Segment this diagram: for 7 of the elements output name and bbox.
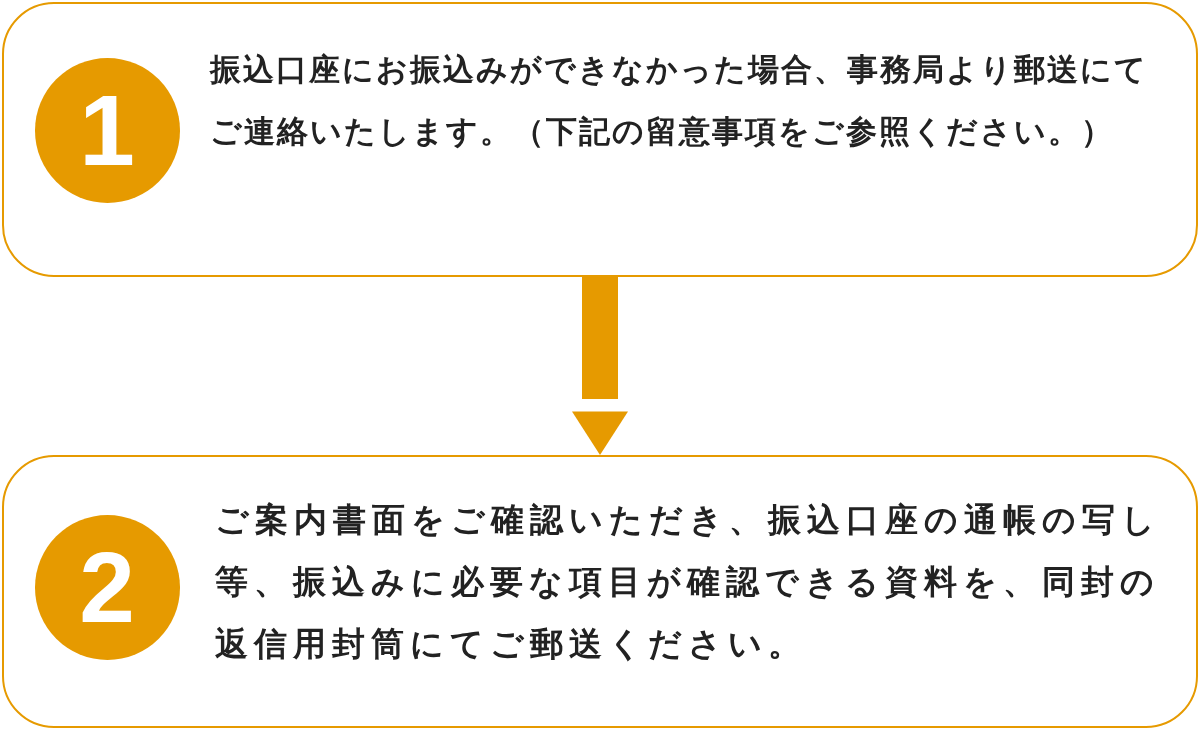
step-box bbox=[2, 455, 1198, 728]
step-description: 振込口座にお振込みができなかった場合、事務局より郵送にてご連絡いたします。（下記の留意事項をご参照ください。） bbox=[210, 50, 1149, 151]
step-number: 2 bbox=[34, 514, 180, 660]
step-number: 1 bbox=[34, 57, 180, 203]
arrow bbox=[572, 277, 628, 455]
step-box bbox=[2, 2, 1198, 277]
step-description: ご案内書面をご確認いただき、振込口座の通帳の写し等、振込みに必要な項目が確認できる資料を、同封の返信用封筒にてご郵送ください。 bbox=[215, 499, 1162, 665]
